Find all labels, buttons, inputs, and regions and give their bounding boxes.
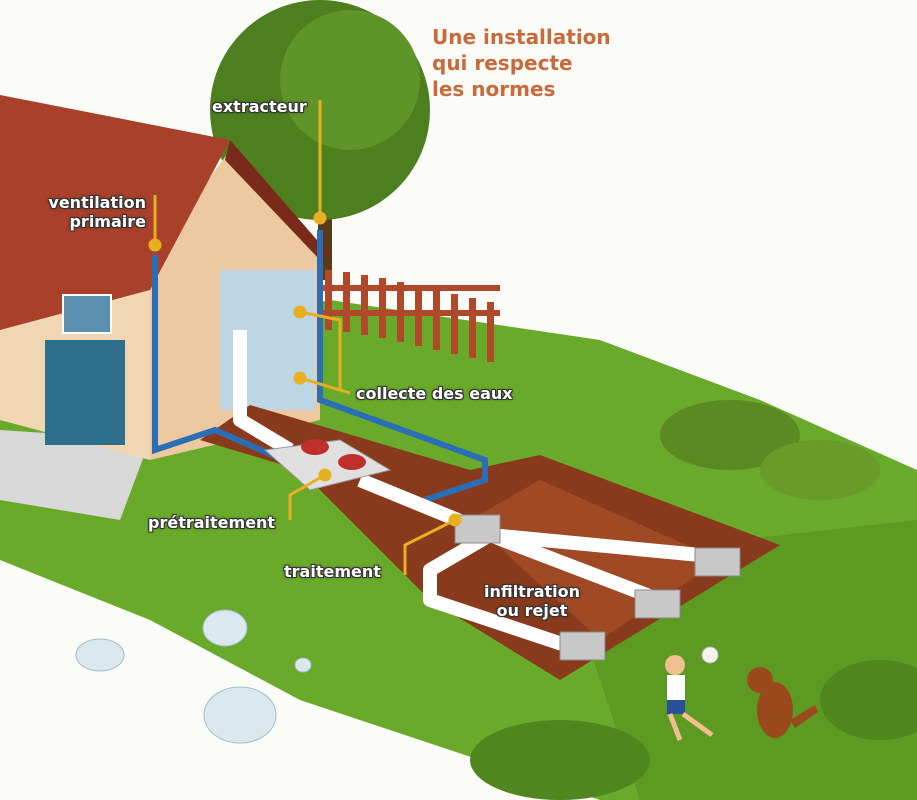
title-line-2: qui respecte [432, 51, 573, 75]
roof [0, 95, 230, 330]
water-droplets [75, 609, 312, 744]
label-pretraitement: prétraitement [148, 513, 276, 532]
page-title: Une installation qui respecte les normes [432, 24, 611, 102]
ball [701, 646, 719, 664]
label-ventilation-line-2: primaire [69, 212, 146, 231]
title-line-3: les normes [432, 77, 556, 101]
bushes-right [470, 400, 917, 800]
distribution-boxes [454, 514, 741, 661]
label-infiltration-ou-rejet: infiltration ou rejet [478, 582, 586, 620]
label-infiltration-line-2: ou rejet [496, 601, 568, 620]
label-infiltration-line-1: infiltration [483, 582, 581, 601]
fence [320, 270, 500, 362]
boy-playing [665, 655, 714, 741]
label-traitement: traitement [284, 562, 381, 581]
label-ventilation-primaire: ventilation primaire [40, 193, 146, 231]
house [0, 95, 330, 460]
callout-lines [148, 100, 462, 575]
pavement [0, 430, 150, 520]
label-ventilation-line-1: ventilation [48, 193, 146, 212]
pretreatment-tank [263, 439, 392, 491]
label-extracteur: extracteur [212, 97, 307, 116]
white-pipes [233, 330, 701, 657]
dog [747, 667, 818, 738]
label-collecte-des-eaux: collecte des eaux [356, 384, 513, 403]
title-line-1: Une installation [432, 25, 611, 49]
